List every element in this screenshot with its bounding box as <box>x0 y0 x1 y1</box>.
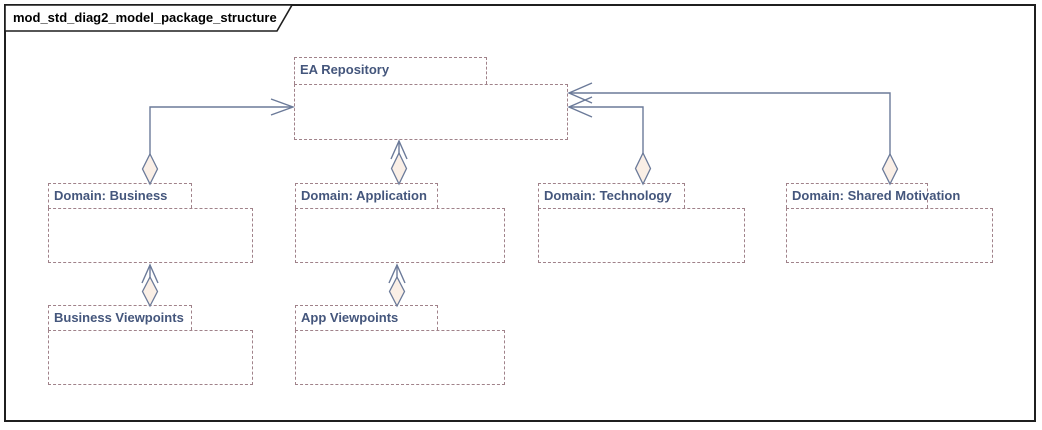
open-arrow-icon <box>567 82 593 104</box>
package-tab[interactable]: Business Viewpoints <box>48 305 192 330</box>
connector-domain-shared-motivation-to-ea-repository[interactable] <box>567 82 899 186</box>
package-name: Domain: Business <box>54 188 168 203</box>
package-body[interactable] <box>48 208 253 263</box>
package-name: EA Repository <box>300 62 390 77</box>
aggregation-diamond-icon <box>141 152 159 186</box>
aggregation-diamond-icon <box>881 152 899 186</box>
package-tab[interactable]: Domain: Application <box>295 183 438 208</box>
connector-app-viewpoints-to-domain-application[interactable] <box>388 263 406 308</box>
open-arrow-icon <box>141 263 159 284</box>
connector-business-viewpoints-to-domain-business[interactable] <box>141 263 159 308</box>
open-arrow-icon <box>390 139 408 160</box>
package-body[interactable] <box>294 84 568 140</box>
connector-domain-application-to-ea-repository[interactable] <box>390 139 408 186</box>
connector-domain-technology-to-ea-repository[interactable] <box>567 96 652 186</box>
connector-line[interactable] <box>569 92 891 155</box>
connector-line[interactable] <box>149 106 292 155</box>
package-name: Domain: Shared Motivation <box>792 188 961 203</box>
package-tab[interactable]: Domain: Technology <box>538 183 685 208</box>
package-name: Domain: Application <box>301 188 427 203</box>
aggregation-diamond-icon <box>390 151 408 186</box>
package-body[interactable] <box>48 330 253 385</box>
aggregation-diamond-icon <box>388 275 406 308</box>
connector-domain-business-to-ea-repository[interactable] <box>141 98 296 186</box>
package-tab[interactable]: App Viewpoints <box>295 305 438 330</box>
open-arrow-icon <box>567 96 593 118</box>
package-body[interactable] <box>786 208 993 263</box>
package-name: App Viewpoints <box>301 310 399 325</box>
open-arrow-icon <box>270 98 296 116</box>
package-name: Business Viewpoints <box>54 310 184 325</box>
package-name: Domain: Technology <box>544 188 672 203</box>
package-tab[interactable]: EA Repository <box>294 57 487 84</box>
package-tab[interactable]: Domain: Business <box>48 183 192 208</box>
diagram-title: mod_std_diag2_model_package_structure <box>13 10 277 25</box>
connector-line[interactable] <box>569 106 644 154</box>
package-body[interactable] <box>538 208 745 263</box>
aggregation-diamond-icon <box>634 151 652 186</box>
package-tab[interactable]: Domain: Shared Motivation <box>786 183 961 208</box>
package-body[interactable] <box>295 208 505 263</box>
open-arrow-icon <box>388 263 406 284</box>
package-body[interactable] <box>295 330 505 385</box>
aggregation-diamond-icon <box>141 275 159 308</box>
